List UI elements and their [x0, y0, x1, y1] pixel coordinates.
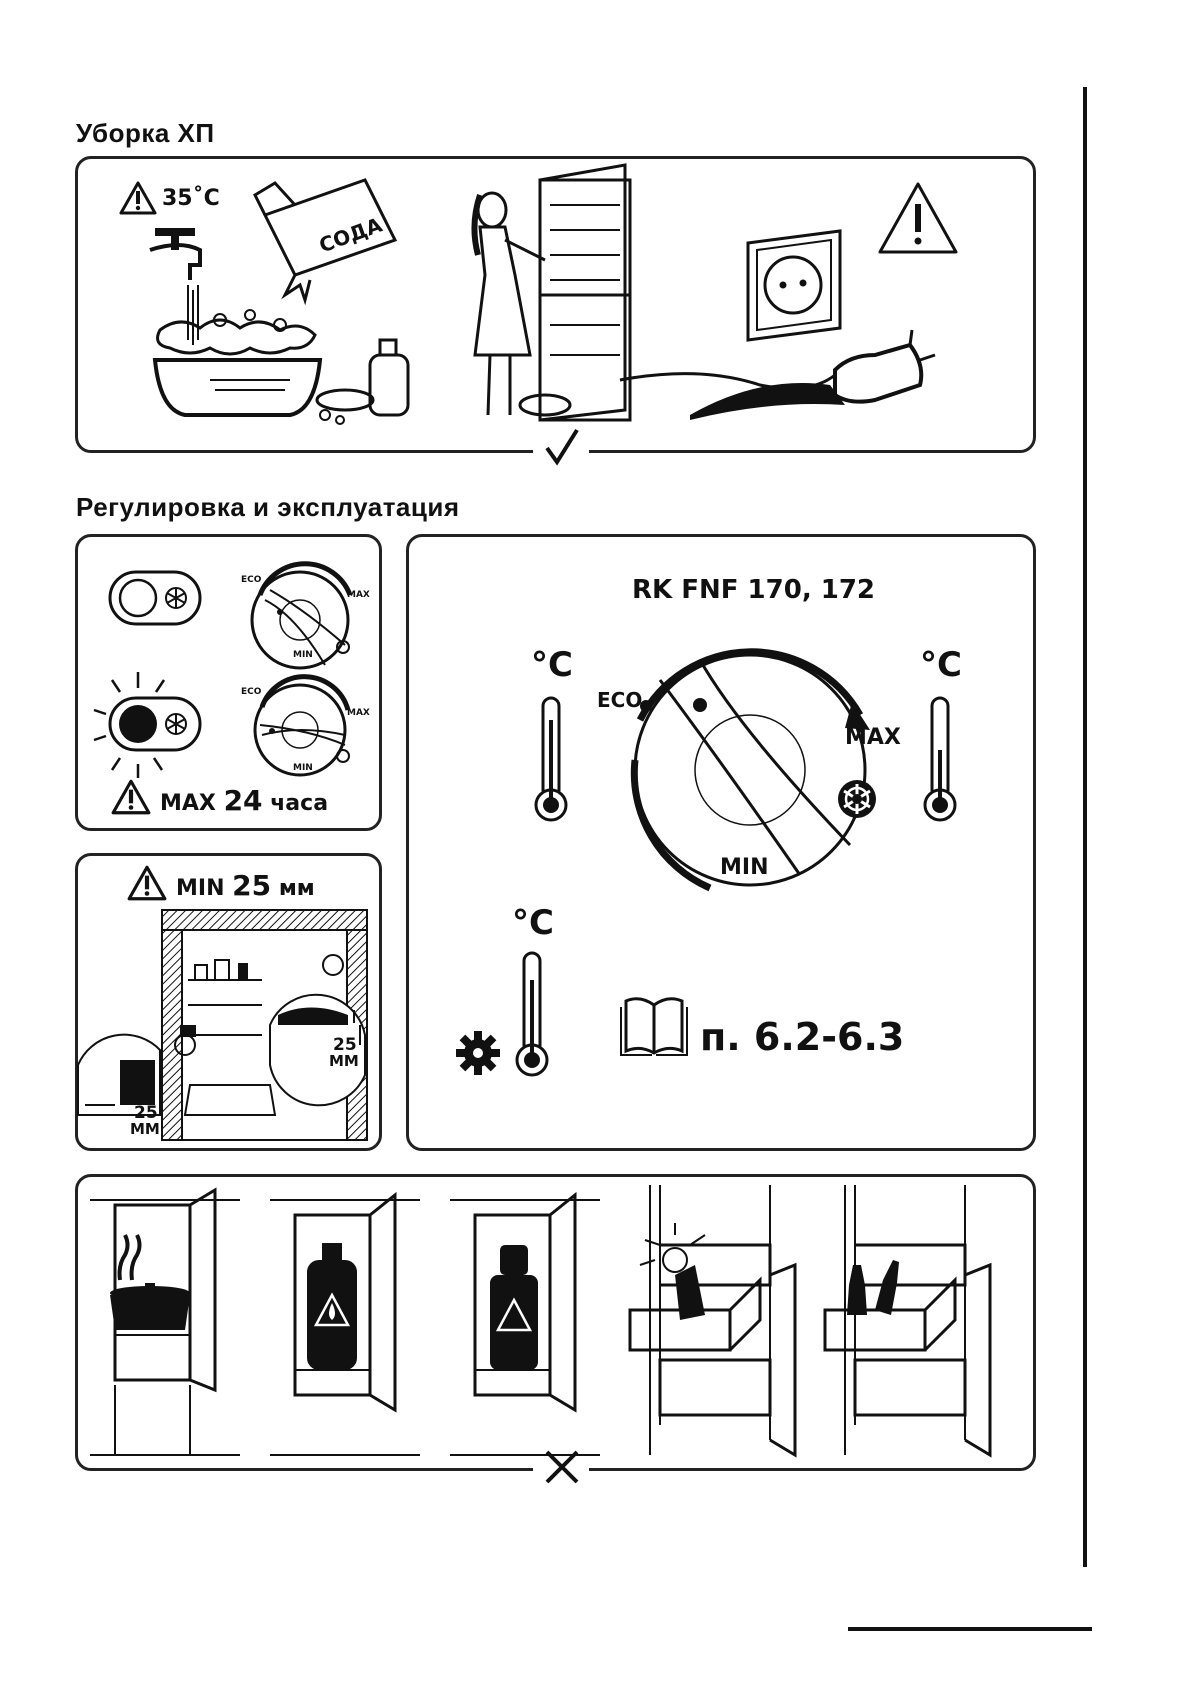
cross-gap [533, 1458, 589, 1488]
side-clearance-unit: ММ [130, 1120, 160, 1138]
temp-unit-left: °C [531, 645, 573, 685]
warning-icon-max [111, 779, 151, 815]
dial2-min-label: MIN [293, 763, 313, 773]
page-footer-rule [848, 1627, 1092, 1631]
max-label: MAX [160, 791, 216, 816]
temp-unit-bottom: °C [512, 903, 554, 943]
gear-icon [456, 1031, 500, 1075]
no-carbonated-bottles-freezer-illustration [628, 1185, 797, 1458]
dial-max-label: MAX [845, 725, 901, 750]
indicator-off-icon [108, 570, 202, 626]
no-flammable-spray-illustration [270, 1191, 420, 1456]
dial1-eco-label: ECO [241, 575, 262, 585]
warning-icon-min [127, 865, 167, 901]
hours-value: 24 [223, 784, 263, 817]
clearance-panel [75, 853, 382, 1151]
bottles-in-freezer-illustration [823, 1185, 992, 1458]
min-clearance-line: MIN 25 мм [176, 869, 315, 902]
indicator-on-icon [93, 672, 202, 778]
warning-icon-large [878, 182, 958, 254]
book-icon [620, 997, 688, 1056]
dial2-max-label: MAX [347, 708, 370, 718]
dial-small-1 [250, 561, 353, 670]
temperature-dial [630, 648, 870, 892]
temp-unit-right: °C [920, 645, 962, 685]
dial2-eco-label: ECO [241, 687, 262, 697]
check-icon [545, 428, 579, 466]
warning-icon [119, 181, 157, 215]
dial-min-label: MIN [720, 855, 769, 880]
side-clearance-value: 25 [134, 1103, 158, 1123]
no-chemicals-illustration [450, 1191, 600, 1456]
thermometer-icon [534, 696, 568, 822]
manual-reference: п. 6.2-6.3 [700, 1015, 905, 1059]
clearance-illustration [77, 909, 368, 1141]
basin-illustration [149, 228, 323, 417]
no-hot-food-illustration [90, 1187, 240, 1456]
dial1-min-label: MIN [293, 650, 313, 660]
thermometer-icon-bottom [515, 951, 549, 1077]
control-panel [406, 534, 1036, 1151]
soap-illustration [315, 338, 410, 425]
woman-fridge-illustration [471, 163, 632, 422]
clearance-value: 25 [232, 869, 272, 902]
thermometer-icon-right [923, 696, 957, 822]
plug-cord-illustration [619, 329, 936, 420]
model-title: RK FNF 170, 172 [632, 575, 876, 605]
top-clearance-value: 25 [333, 1035, 357, 1055]
snowflake-icon [838, 780, 876, 818]
max-hours-line: MAX 24 часа [160, 784, 328, 817]
temp-warning-label: 35˚C [162, 186, 220, 211]
clearance-unit: мм [278, 876, 315, 901]
dial-small-2 [253, 674, 351, 777]
section-title-operation: Регулировка и эксплуатация [76, 492, 460, 522]
min-label: MIN [176, 876, 225, 901]
page-right-rule [1083, 87, 1087, 1567]
section-title-cleaning: Уборка ХП [76, 118, 215, 148]
hours-unit: часа [270, 791, 329, 816]
dial1-max-label: MAX [347, 590, 370, 600]
soda-box-illustration [253, 178, 398, 306]
dial-eco-label: ECO [597, 688, 643, 712]
cross-icon [545, 1450, 579, 1484]
top-clearance-unit: ММ [329, 1052, 359, 1070]
socket-icon [746, 229, 842, 342]
indicator-panel [75, 534, 382, 831]
